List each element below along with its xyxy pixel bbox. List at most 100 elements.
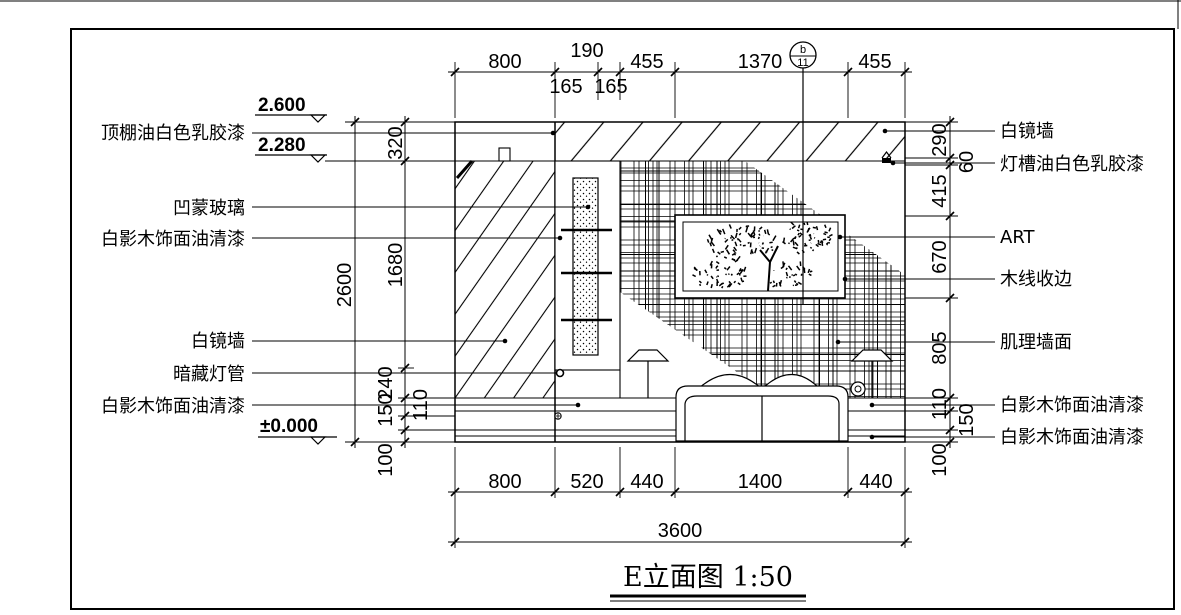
art-frame-inner xyxy=(682,221,839,292)
left-mirror-wall-hatch xyxy=(455,161,555,398)
foliage-stroke xyxy=(785,271,789,277)
foliage-stroke xyxy=(740,277,743,282)
foliage-stroke xyxy=(708,234,713,241)
foliage-stroke xyxy=(769,241,773,244)
leader-dot xyxy=(882,128,888,134)
callout-wood-veneer: 白影木饰面油清漆 xyxy=(101,396,245,417)
foliage-stroke xyxy=(785,267,788,271)
foliage-stroke xyxy=(747,241,750,244)
left-callouts: 顶棚油白色乳胶漆 凹蒙玻璃 白影木饰面油清漆 白镜墙 暗藏灯管 白影木饰面油清漆 xyxy=(101,123,245,417)
overall-width-value: 3600 xyxy=(658,520,703,542)
foliage-stroke xyxy=(750,233,753,238)
foliage-stroke xyxy=(782,261,785,268)
foliage-stroke xyxy=(738,226,742,231)
foliage-stroke xyxy=(751,234,756,238)
foliage-stroke xyxy=(799,232,803,236)
leader-dot xyxy=(557,235,563,241)
cove-light-base xyxy=(882,158,891,163)
foliage-stroke xyxy=(734,232,738,239)
frosted-glass-column xyxy=(572,177,599,356)
foliage-stroke xyxy=(794,241,799,247)
foliage-stroke xyxy=(717,251,721,255)
callout-cove-paint: 灯槽油白色乳胶漆 xyxy=(1000,154,1144,175)
foliage-stroke xyxy=(722,228,726,235)
callout-wood-veneer: 白影木饰面油清漆 xyxy=(101,229,245,250)
foliage-stroke xyxy=(709,260,713,266)
foliage-stroke xyxy=(741,280,745,283)
foliage-stroke xyxy=(803,268,806,274)
foliage-stroke xyxy=(828,237,832,242)
dimension-value: 165 xyxy=(549,76,582,98)
foliage-stroke xyxy=(716,228,721,235)
foliage-stroke xyxy=(724,244,729,250)
table-lamp xyxy=(626,349,670,398)
foliage-stroke xyxy=(718,229,723,233)
foliage-stroke xyxy=(727,273,730,276)
dimension-value: 1400 xyxy=(738,471,783,493)
foliage-stroke xyxy=(710,241,715,247)
elevation-outline xyxy=(454,121,906,443)
dimension-value: 290 xyxy=(929,123,951,156)
dimension-lines xyxy=(325,62,958,548)
dimension-value: 150 xyxy=(375,393,397,426)
foliage-stroke xyxy=(693,267,698,272)
foliage-stroke xyxy=(822,238,827,241)
level-soffit-text: 2.280 xyxy=(258,135,306,156)
foliage-stroke xyxy=(815,226,819,231)
foliage-stroke xyxy=(790,221,795,226)
foliage-stroke xyxy=(761,242,765,245)
foliage-stroke xyxy=(797,281,802,286)
foliage-stroke xyxy=(724,237,726,240)
foliage-stroke xyxy=(734,241,738,247)
foliage-stroke xyxy=(792,274,796,277)
foliage-stroke xyxy=(770,246,773,249)
leader-dot xyxy=(835,339,841,345)
foliage-stroke xyxy=(733,280,737,284)
foliage-stroke xyxy=(791,274,794,276)
foliage-stroke xyxy=(825,241,830,245)
mirror-edge-accent xyxy=(455,160,474,179)
foliage-stroke xyxy=(797,232,800,236)
section-mark-circle xyxy=(789,41,817,69)
foliage-stroke xyxy=(803,222,806,226)
dimension-value: 60 xyxy=(956,151,978,173)
leader-dots xyxy=(502,128,896,440)
drawing-frame xyxy=(70,28,1175,610)
callout-mirror-wall: 白镜墙 xyxy=(191,331,245,352)
leader-dot xyxy=(502,338,508,344)
foliage-stroke xyxy=(795,282,799,286)
foliage-stroke xyxy=(715,255,719,258)
foliage-stroke xyxy=(743,266,747,272)
leader-dot xyxy=(890,160,896,166)
tree-trunk xyxy=(759,245,779,292)
foliage-stroke xyxy=(792,284,795,287)
leader-dot xyxy=(837,234,843,240)
dimension-value: 150 xyxy=(956,403,978,436)
foliage-stroke xyxy=(725,249,731,255)
foliage-stroke xyxy=(807,268,811,274)
foliage-stroke xyxy=(733,252,737,255)
callout-wood-trim: 木线收边 xyxy=(1000,269,1072,290)
callout-mirror-wall: 白镜墙 xyxy=(1000,121,1054,142)
foliage-stroke xyxy=(823,232,827,236)
foliage-stroke xyxy=(706,273,709,276)
foliage-stroke xyxy=(768,233,771,236)
foliage-stroke xyxy=(798,234,802,238)
section-mark-sheet-number: 11 xyxy=(797,57,808,69)
niche-shelves xyxy=(561,228,612,322)
foliage-stroke xyxy=(788,276,791,279)
foliage-stroke xyxy=(819,240,824,244)
foliage-stroke xyxy=(731,258,736,261)
callout-ceiling-paint: 顶棚油白色乳胶漆 xyxy=(101,123,245,144)
foliage-stroke xyxy=(747,232,752,238)
section-mark-letter: b xyxy=(800,44,806,56)
foliage-stroke xyxy=(796,265,801,271)
foliage-stroke xyxy=(790,237,795,243)
dimension-value: 800 xyxy=(488,51,521,73)
leader-dot xyxy=(869,402,875,408)
foliage-stroke xyxy=(725,273,728,276)
ceiling-mirror-hatch xyxy=(555,122,905,161)
cove-light-fixture xyxy=(881,151,892,163)
callout-leaders xyxy=(252,130,995,438)
